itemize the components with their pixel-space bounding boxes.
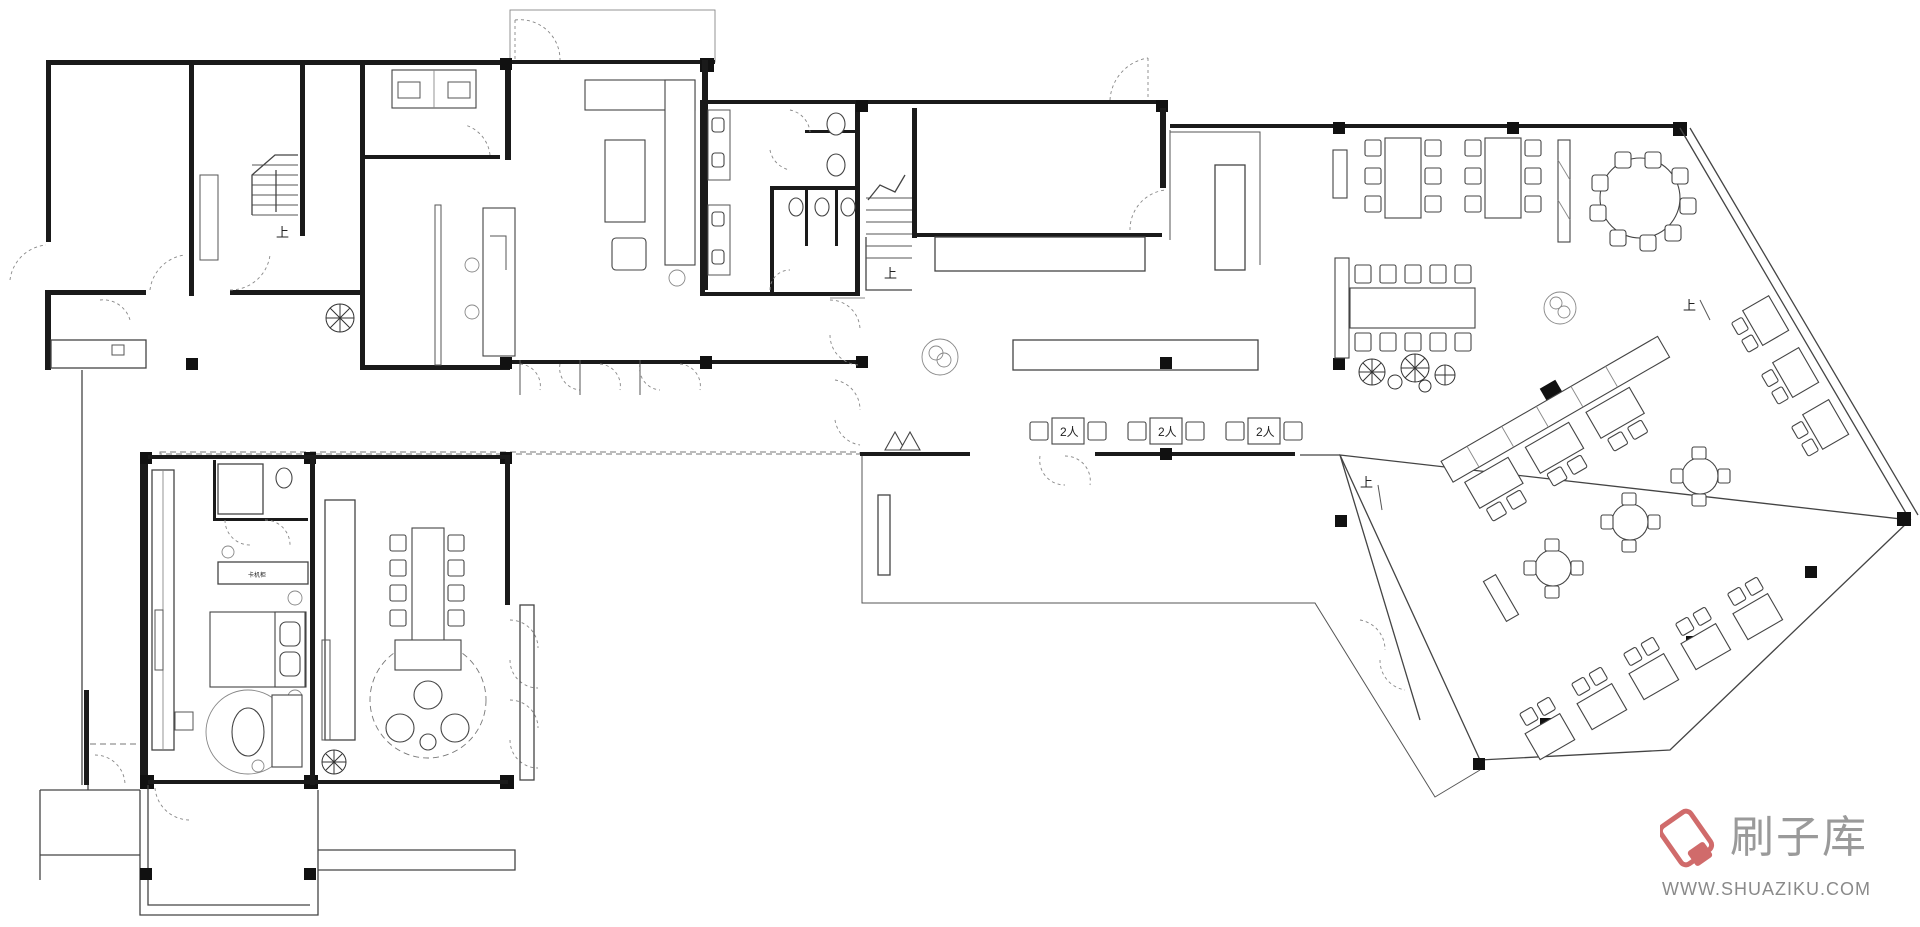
round-table-a — [1670, 446, 1731, 507]
meeting-room — [321, 499, 539, 781]
round-table-10 — [1589, 151, 1697, 252]
two-seat-label-3: 2人 — [1256, 425, 1275, 439]
two-seat-table-1: 2人 — [1029, 417, 1107, 445]
dining-lower: 上 上 — [1300, 294, 1912, 770]
up-label-east: 上 — [1683, 299, 1696, 314]
up-label-south: 上 — [1360, 476, 1373, 491]
bottom-booths — [1519, 577, 1784, 761]
bed — [209, 590, 307, 705]
stair-left: 上 — [251, 154, 298, 241]
bedroom-suite: 卡机柜 — [140, 452, 514, 821]
dining-table-8 — [1364, 137, 1542, 219]
restrooms — [700, 100, 860, 296]
two-seat-table-2: 2人 — [1127, 417, 1205, 445]
stair-up-label-2: 上 — [884, 267, 897, 282]
watermark-url: WWW.SHUAZIKU.COM — [1662, 879, 1871, 899]
stair-middle: 上 — [866, 174, 912, 282]
two-seat-table-3: 2人 — [1225, 417, 1303, 445]
lobby — [500, 58, 715, 395]
dining-upper — [1170, 122, 1919, 521]
watermark: 刷子库 WWW.SHUAZIKU.COM — [1660, 808, 1871, 899]
upper-middle-room: 上 — [856, 57, 1261, 291]
booth-row — [1440, 335, 1671, 522]
brush-logo-icon — [1660, 808, 1715, 868]
two-seat-label-2: 2人 — [1158, 425, 1177, 439]
two-seat-tables: 2人 2人 2人 — [860, 417, 1481, 798]
round-table-c — [1523, 538, 1584, 599]
site-boundary — [39, 370, 516, 916]
tv-cabinet-label: 卡机柜 — [248, 571, 266, 579]
side-booths — [1731, 294, 1850, 457]
two-seat-label-1: 2人 — [1060, 425, 1079, 439]
round-table-b — [1600, 492, 1661, 553]
watermark-brand: 刷子库 — [1730, 812, 1868, 863]
banquet-table — [1334, 257, 1476, 359]
stair-up-label: 上 — [276, 226, 289, 241]
